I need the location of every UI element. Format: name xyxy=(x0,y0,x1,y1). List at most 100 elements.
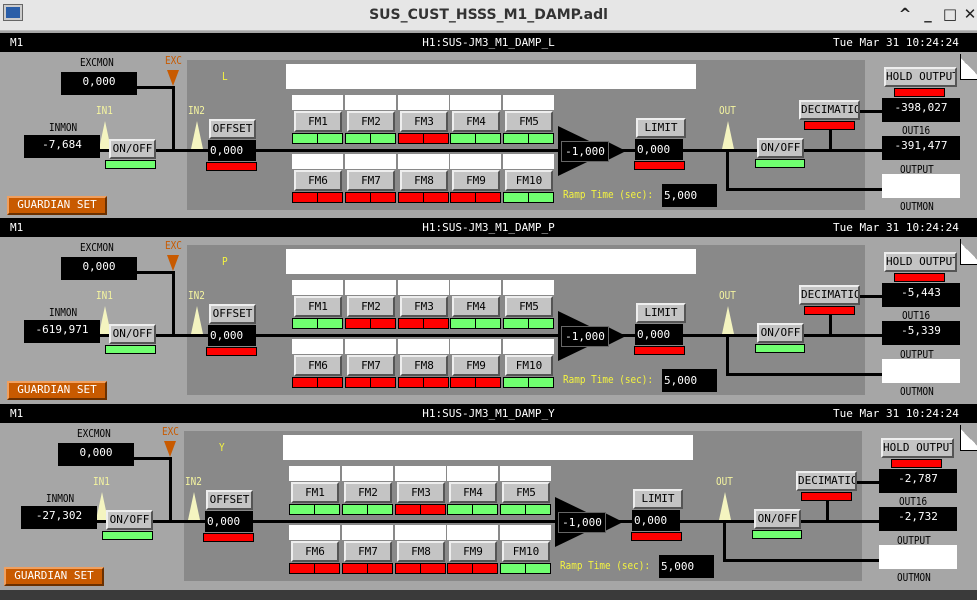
in2-arrow-icon xyxy=(191,121,203,149)
limit-input[interactable]: 0,000 xyxy=(635,324,683,345)
filter-button-fm6[interactable]: FM6 xyxy=(291,541,339,562)
excmon-value: 0,000 xyxy=(61,72,137,95)
minimize-button[interactable]: _ xyxy=(924,5,932,23)
filter-button-fm3[interactable]: FM3 xyxy=(397,482,445,503)
filter-status-right xyxy=(423,318,449,329)
filter-status-left xyxy=(450,192,476,203)
close-button[interactable]: ✕ xyxy=(963,5,977,23)
offset-input[interactable]: 0,000 xyxy=(208,140,256,161)
filter-status-right xyxy=(423,377,449,388)
filter-button-fm8[interactable]: FM8 xyxy=(400,355,448,376)
offset-button[interactable]: OFFSET xyxy=(206,490,253,510)
filter-button-fm7[interactable]: FM7 xyxy=(347,355,395,376)
ramp-time-input[interactable]: 5,000 xyxy=(662,369,717,392)
hold-output-button[interactable]: HOLD OUTPUT xyxy=(881,438,954,458)
guardian-set-button[interactable]: GUARDIAN SET xyxy=(7,381,107,400)
offset-button[interactable]: OFFSET xyxy=(209,304,256,324)
offset-button[interactable]: OFFSET xyxy=(209,119,256,139)
offset-input[interactable]: 0,000 xyxy=(208,325,256,346)
filter-status-left xyxy=(345,133,371,144)
guardian-set-button[interactable]: GUARDIAN SET xyxy=(7,196,107,215)
filter-button-fm6[interactable]: FM6 xyxy=(294,170,342,191)
filter-button-fm4[interactable]: FM4 xyxy=(452,111,500,132)
filter-label-box xyxy=(503,339,554,354)
filter-button-fm2[interactable]: FM2 xyxy=(347,111,395,132)
filter-button-fm7[interactable]: FM7 xyxy=(347,170,395,191)
filter-button-fm2[interactable]: FM2 xyxy=(347,296,395,317)
guardian-set-button[interactable]: GUARDIAN SET xyxy=(4,567,104,586)
input-onoff-button[interactable]: ON/OFF xyxy=(109,324,156,344)
excmon-label: EXCMON xyxy=(80,241,114,254)
filter-button-fm1[interactable]: FM1 xyxy=(294,296,342,317)
filter-button-fm4[interactable]: FM4 xyxy=(452,296,500,317)
limit-input[interactable]: 0,000 xyxy=(635,139,683,160)
shade-button[interactable]: ^ xyxy=(898,5,912,23)
filter-status-left xyxy=(398,133,424,144)
filter-label-box xyxy=(289,466,340,481)
gain-input[interactable]: -1,000 xyxy=(561,141,609,162)
filter-button-fm8[interactable]: FM8 xyxy=(397,541,445,562)
filter-status-left xyxy=(345,318,371,329)
filter-label-box xyxy=(447,525,498,540)
dof-label: Y xyxy=(219,441,225,454)
decimation-button[interactable]: DECIMATION xyxy=(796,471,857,491)
offset-status-indicator xyxy=(206,162,257,171)
filter-button-fm5[interactable]: FM5 xyxy=(502,482,550,503)
filter-button-fm10[interactable]: FM10 xyxy=(505,355,553,376)
maximize-button[interactable]: □ xyxy=(942,5,958,23)
filter-button-fm3[interactable]: FM3 xyxy=(400,111,448,132)
filter-button-fm5[interactable]: FM5 xyxy=(505,296,553,317)
input-onoff-button[interactable]: ON/OFF xyxy=(109,139,156,159)
limit-input[interactable]: 0,000 xyxy=(632,510,680,531)
output-status-indicator xyxy=(755,344,805,353)
output-onoff-button[interactable]: ON/OFF xyxy=(757,323,804,343)
hold-output-button[interactable]: HOLD OUTPUT xyxy=(884,252,957,272)
filter-button-fm8[interactable]: FM8 xyxy=(400,170,448,191)
filter-button-fm2[interactable]: FM2 xyxy=(344,482,392,503)
gain-input[interactable]: -1,000 xyxy=(561,326,609,347)
filter-button-fm1[interactable]: FM1 xyxy=(294,111,342,132)
hold-output-button[interactable]: HOLD OUTPUT xyxy=(884,67,957,87)
filter-button-fm5[interactable]: FM5 xyxy=(505,111,553,132)
exc-line-v xyxy=(169,457,172,521)
corner-fold xyxy=(960,54,977,80)
filter-button-fm1[interactable]: FM1 xyxy=(291,482,339,503)
filter-button-fm9[interactable]: FM9 xyxy=(449,541,497,562)
limit-button[interactable]: LIMIT xyxy=(636,303,686,323)
filter-button-fm9[interactable]: FM9 xyxy=(452,355,500,376)
ramp-time-input[interactable]: 5,000 xyxy=(662,184,717,207)
filter-button-fm9[interactable]: FM9 xyxy=(452,170,500,191)
inmon-label: INMON xyxy=(49,121,78,134)
filter-status-right xyxy=(367,563,393,574)
filter-button-fm10[interactable]: FM10 xyxy=(502,541,550,562)
limit-button[interactable]: LIMIT xyxy=(633,489,683,509)
filter-button-fm10[interactable]: FM10 xyxy=(505,170,553,191)
filter-status-left xyxy=(500,504,526,515)
gain-input[interactable]: -1,000 xyxy=(558,512,606,533)
output-label: OUTPUT xyxy=(900,348,934,361)
offset-input[interactable]: 0,000 xyxy=(205,511,253,532)
in2-arrow-icon xyxy=(188,492,200,520)
output-onoff-button[interactable]: ON/OFF xyxy=(757,138,804,158)
input-onoff-button[interactable]: ON/OFF xyxy=(106,510,153,530)
filter-label-box xyxy=(342,466,393,481)
excmon-value: 0,000 xyxy=(58,443,134,466)
filter-button-fm6[interactable]: FM6 xyxy=(294,355,342,376)
filter-button-fm4[interactable]: FM4 xyxy=(449,482,497,503)
decimation-button[interactable]: DECIMATION xyxy=(799,100,860,120)
channel-name: H1:SUS-JM3_M1_DAMP_Y xyxy=(422,407,555,420)
ramp-time-input[interactable]: 5,000 xyxy=(659,555,714,578)
limit-button[interactable]: LIMIT xyxy=(636,118,686,138)
output-onoff-button[interactable]: ON/OFF xyxy=(754,509,801,529)
decimation-button[interactable]: DECIMATION xyxy=(799,285,860,305)
filter-status-right xyxy=(370,377,396,388)
filter-button-fm3[interactable]: FM3 xyxy=(400,296,448,317)
filter-button-fm7[interactable]: FM7 xyxy=(344,541,392,562)
window-title: SUS_CUST_HSSS_M1_DAMP.adl xyxy=(369,7,608,23)
filter-label-box xyxy=(289,525,340,540)
out16-line xyxy=(855,481,879,484)
in2-label: IN2 xyxy=(188,289,205,302)
